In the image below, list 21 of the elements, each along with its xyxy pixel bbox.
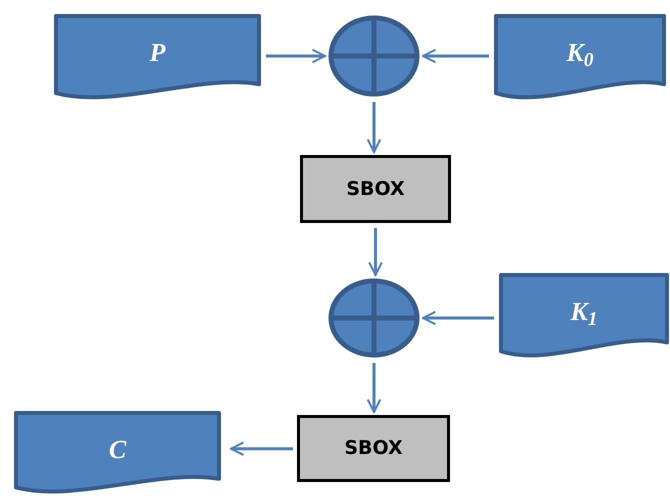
box-label: SBOX [344, 436, 403, 462]
xor-circle [328, 15, 420, 97]
arrow [366, 363, 382, 413]
variable-label: K$_{1}$ [570, 296, 598, 331]
box-label: SBOX [346, 176, 405, 202]
arrow [422, 48, 489, 64]
arrow [230, 441, 293, 456]
arrow [266, 48, 326, 64]
process-box [297, 415, 450, 482]
document-shape [493, 13, 667, 102]
document-shape [13, 410, 222, 496]
arrow [366, 102, 382, 153]
arrow [422, 310, 494, 326]
arrow [368, 228, 383, 276]
document-shape [498, 272, 670, 360]
variable-label: C [108, 434, 126, 466]
variable-label: P [150, 37, 166, 69]
xor-circle [328, 278, 420, 358]
process-box [300, 155, 451, 223]
variable-label: K$_{0}$ [566, 37, 594, 72]
document-shape [53, 13, 262, 102]
